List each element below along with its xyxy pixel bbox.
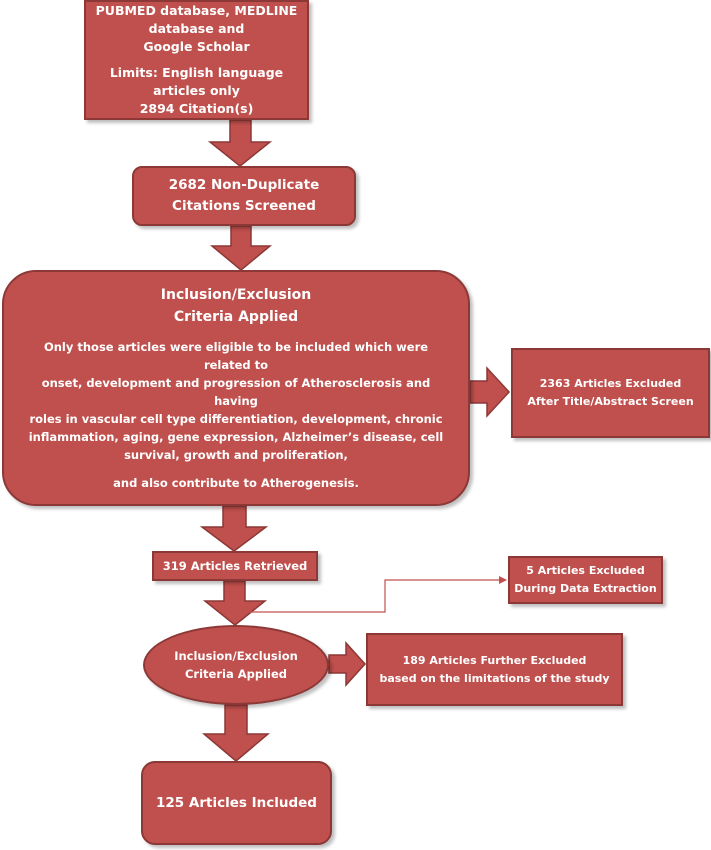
screened-line-1: 2682 Non-Duplicate (168, 177, 320, 193)
criteria-body-line-5: survival, growth and proliferation, (124, 448, 348, 462)
screened-line-2: Citations Screened (172, 198, 316, 214)
arrow-right-criteria-to-excluded (469, 366, 511, 418)
search-limits-line: Limits: English language articles only (109, 65, 284, 98)
excluded-2-line-2: During Data Extraction (514, 582, 657, 595)
arrow-down-criteria-to-retrieved (199, 505, 269, 552)
criteria2-line-1: Inclusion/Exclusion (174, 649, 298, 663)
search-sources-line-2: Google Scholar (143, 39, 250, 54)
criteria-body-line-6: and also contribute to Atherogenesis. (113, 476, 359, 490)
citation-count-line: 2894 Citation(s) (139, 101, 254, 116)
excluded-3-line-2: based on the limitations of the study (379, 671, 610, 685)
second-criteria-ellipse: Inclusion/Exclusion Criteria Applied (143, 625, 329, 705)
included-line: 125 Articles Included (156, 795, 317, 811)
criteria2-line-2: Criteria Applied (184, 667, 287, 681)
criteria-title-line-1: Inclusion/Exclusion (160, 287, 312, 303)
retrieved-line: 319 Articles Retrieved (162, 559, 308, 573)
further-excluded-box: 189 Articles Further Excluded based on t… (366, 633, 623, 706)
criteria-body-line-1: Only those articles were eligible to be … (43, 340, 429, 372)
data-extraction-excluded-box: 5 Articles Excluded During Data Extracti… (508, 556, 663, 604)
excluded-3-line-1: 189 Articles Further Excluded (402, 653, 587, 667)
criteria-title-line-2: Criteria Applied (173, 309, 299, 325)
excluded-1-line-2: After Title/Abstract Screen (527, 395, 694, 408)
criteria-body-line-4: inflammation, aging, gene expression, Al… (28, 430, 444, 444)
arrow-down-screened-to-criteria (209, 225, 273, 271)
arrow-down-criteria2-to-included (201, 704, 271, 762)
arrow-right-criteria2-to-further-excluded (328, 641, 367, 687)
articles-included-box: 125 Articles Included (141, 761, 332, 845)
excluded-2-line-1: 5 Articles Excluded (526, 564, 645, 577)
search-sources-box: PUBMED database, MEDLINE database and Go… (84, 0, 309, 120)
screened-citations-box: 2682 Non-Duplicate Citations Screened (132, 166, 356, 226)
search-sources-line-1: PUBMED database, MEDLINE database and (95, 3, 298, 36)
inclusion-exclusion-criteria-box: Inclusion/Exclusion Criteria Applied Onl… (2, 270, 470, 506)
criteria-body-line-2: onset, development and progression of At… (41, 376, 431, 408)
excluded-1-line-1: 2363 Articles Excluded (539, 377, 682, 390)
arrow-down-retrieved-to-criteria2 (202, 580, 268, 626)
criteria-body-line-3: roles in vascular cell type differentiat… (29, 412, 443, 426)
thin-connector-to-data-extraction-excluded (236, 576, 507, 613)
articles-retrieved-box: 319 Articles Retrieved (152, 551, 318, 581)
title-abstract-excluded-box: 2363 Articles Excluded After Title/Abstr… (511, 348, 710, 438)
arrow-down-search-to-screened (207, 119, 273, 167)
